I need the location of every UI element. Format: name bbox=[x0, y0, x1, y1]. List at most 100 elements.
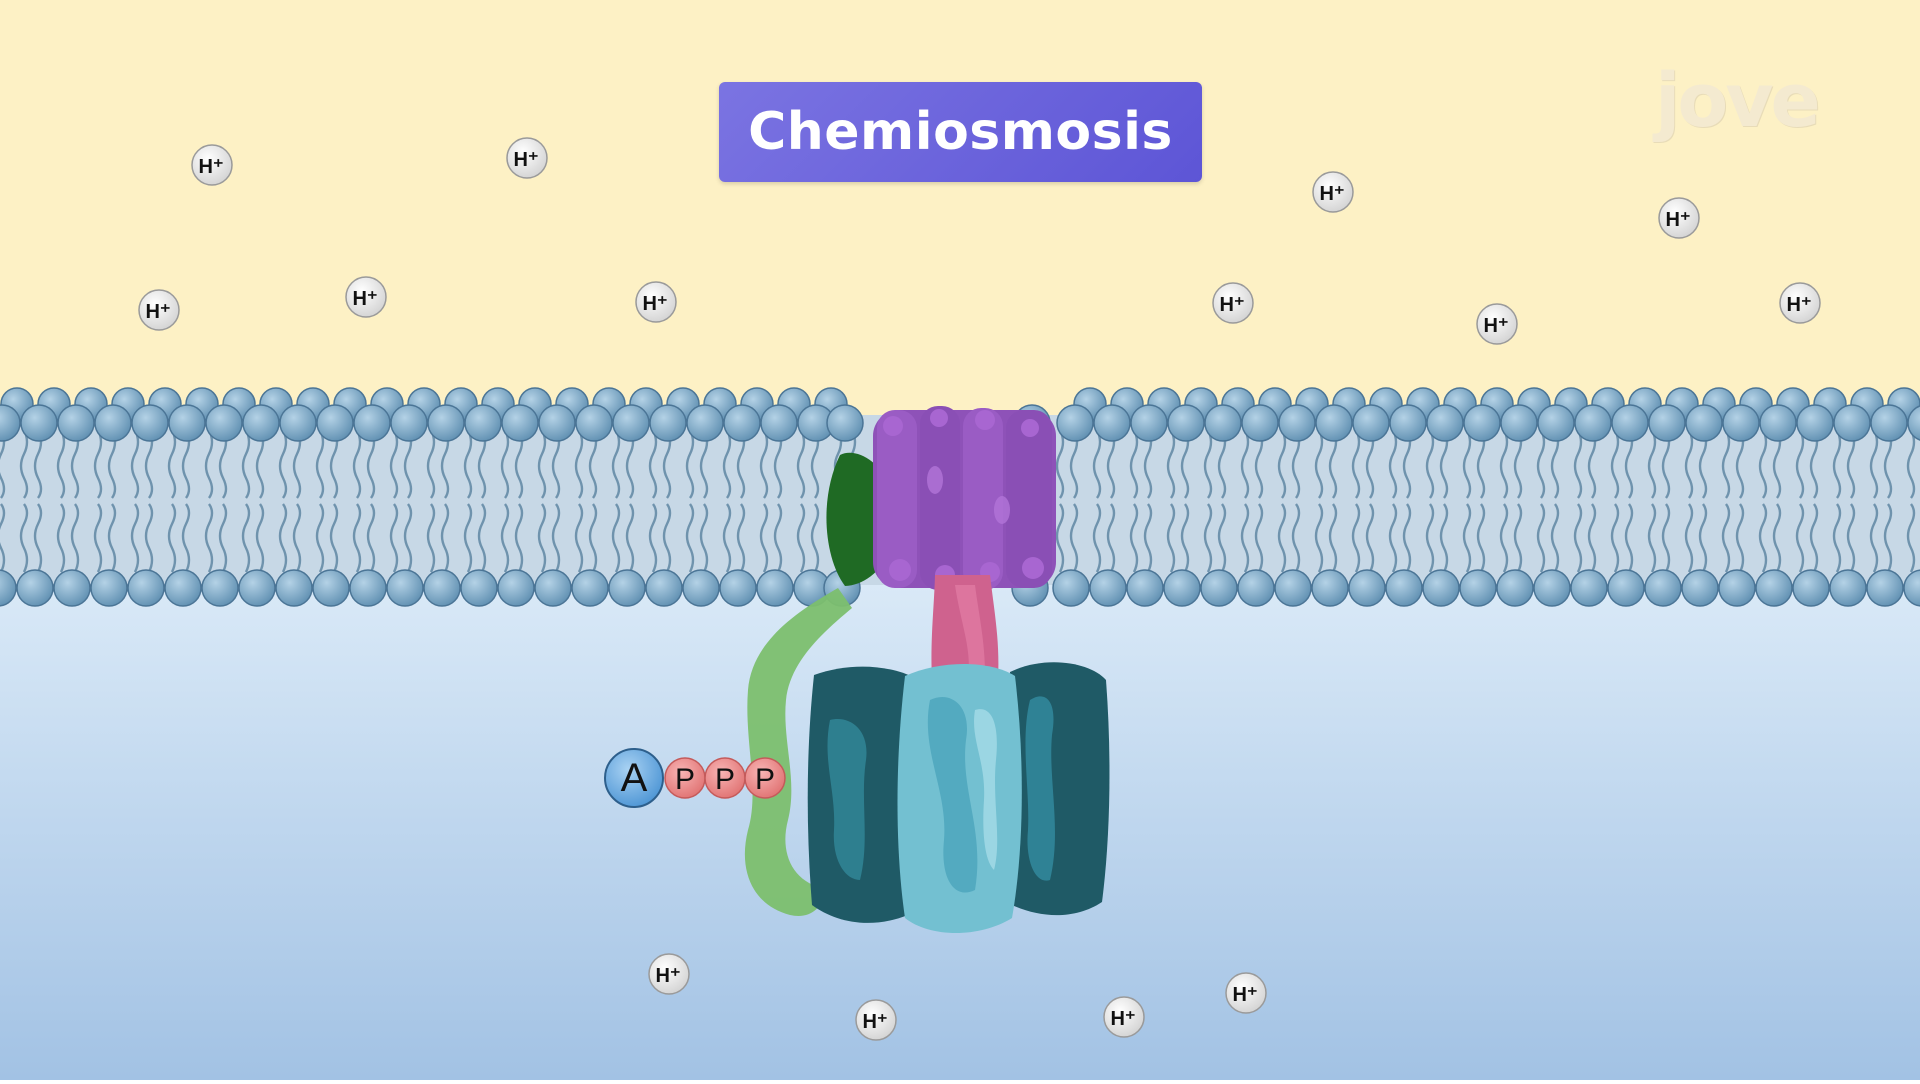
lipid-head bbox=[1681, 569, 1719, 607]
lipid-tail bbox=[204, 429, 214, 499]
atp-synthase bbox=[744, 406, 1110, 933]
lipid-tail bbox=[1129, 429, 1139, 499]
lipid-tail bbox=[1166, 429, 1176, 499]
lipid-tail bbox=[1351, 503, 1361, 573]
lipid-head bbox=[1829, 569, 1867, 607]
lipid-tail bbox=[315, 503, 325, 573]
lipid-tail bbox=[1587, 503, 1597, 573]
lipid-tail bbox=[796, 503, 806, 573]
beta-subunit-center-shade bbox=[927, 696, 978, 893]
hydrogen-ion-label: H⁺ bbox=[199, 156, 224, 178]
hydrogen-ion-label: H⁺ bbox=[514, 149, 539, 171]
lipid-tail bbox=[1277, 503, 1287, 573]
lipid-tail bbox=[93, 429, 103, 499]
lipid-head bbox=[1500, 404, 1538, 442]
lipid-head bbox=[57, 404, 95, 442]
hydrogen-ion: H⁺ bbox=[1312, 171, 1354, 213]
logo-wordmark: jove bbox=[1655, 58, 1821, 144]
lipid-tail bbox=[1462, 429, 1472, 499]
lipid-head bbox=[1792, 569, 1830, 607]
lipid-tail bbox=[574, 429, 584, 499]
hydrogen-ion-label: H⁺ bbox=[1787, 294, 1812, 316]
lipid-tail bbox=[1698, 429, 1708, 499]
lipid-tail bbox=[685, 503, 695, 573]
lipid-tail bbox=[1055, 503, 1065, 573]
lipid-head bbox=[275, 569, 313, 607]
lipid-head bbox=[1903, 569, 1920, 607]
lipid-tail bbox=[130, 503, 140, 573]
lipid-tail bbox=[1069, 503, 1079, 573]
lipid-tail bbox=[796, 429, 806, 499]
lipid-tail bbox=[588, 503, 598, 573]
lipid-tail bbox=[329, 429, 339, 499]
lipid-head bbox=[386, 569, 424, 607]
phosphate-label: P bbox=[675, 763, 695, 796]
lipid-tail bbox=[1832, 429, 1842, 499]
lipid-head bbox=[1685, 404, 1723, 442]
lipid-head bbox=[608, 569, 646, 607]
hydrogen-ions: H⁺H⁺H⁺H⁺H⁺H⁺H⁺H⁺H⁺H⁺H⁺H⁺H⁺H⁺ bbox=[138, 137, 1821, 1041]
lipid-tail bbox=[70, 503, 80, 573]
lipid-head bbox=[1204, 404, 1242, 442]
lipid-tail bbox=[426, 503, 436, 573]
lipid-tail bbox=[1869, 429, 1879, 499]
lipid-tail bbox=[1055, 429, 1065, 499]
lipid-head bbox=[649, 404, 687, 442]
lipid-tail bbox=[1462, 503, 1472, 573]
lipid-tails bbox=[0, 429, 1916, 573]
adenosine-label: A bbox=[621, 756, 648, 800]
lipid-head bbox=[1907, 405, 1920, 441]
lipid-tail bbox=[19, 503, 29, 573]
hydrogen-ion-label: H⁺ bbox=[863, 1011, 888, 1033]
lipid-tail bbox=[463, 503, 473, 573]
lipid-head bbox=[1315, 404, 1353, 442]
lipid-tail bbox=[759, 429, 769, 499]
lipid-tail bbox=[1698, 503, 1708, 573]
lipid-head bbox=[90, 569, 128, 607]
lipid-tail bbox=[588, 429, 598, 499]
lipid-tail bbox=[1906, 503, 1916, 573]
lipid-tail bbox=[500, 503, 510, 573]
lipid-tail bbox=[1092, 429, 1102, 499]
lipid-tail bbox=[33, 503, 43, 573]
lipid-tail bbox=[1869, 503, 1879, 573]
lipid-tail bbox=[1476, 429, 1486, 499]
lipid-tail bbox=[1351, 429, 1361, 499]
lipid-head bbox=[571, 569, 609, 607]
lipid-tail bbox=[1092, 503, 1102, 573]
lipid-tail bbox=[1846, 503, 1856, 573]
lipid-head bbox=[1389, 404, 1427, 442]
lipid-tail bbox=[773, 429, 783, 499]
central-stalk-highlight bbox=[955, 585, 985, 675]
lipid-head bbox=[131, 404, 169, 442]
lipid-tail bbox=[736, 503, 746, 573]
lipid-tail bbox=[292, 503, 302, 573]
lipid-head bbox=[349, 569, 387, 607]
beta-subunit-center-highlight bbox=[974, 709, 998, 870]
lipid-tail bbox=[1476, 503, 1486, 573]
lipid-tail bbox=[1536, 429, 1546, 499]
lipid-head bbox=[316, 404, 354, 442]
lipid-tail bbox=[736, 429, 746, 499]
lipid-tail bbox=[1240, 429, 1250, 499]
lipid-tail bbox=[1906, 429, 1916, 499]
lipid-head bbox=[1533, 569, 1571, 607]
lipid-tail bbox=[1106, 429, 1116, 499]
lipid-tail bbox=[662, 503, 672, 573]
lipid-tail bbox=[1624, 429, 1634, 499]
hydrogen-ion-label: H⁺ bbox=[656, 965, 681, 987]
lipid-tail bbox=[1314, 429, 1324, 499]
lipid-tail bbox=[1217, 503, 1227, 573]
lipid-head bbox=[94, 404, 132, 442]
lipid-head bbox=[464, 404, 502, 442]
lipid-tail bbox=[537, 429, 547, 499]
hydrogen-ion-label: H⁺ bbox=[1320, 183, 1345, 205]
hydrogen-ion-label: H⁺ bbox=[643, 293, 668, 315]
lipid-head bbox=[1163, 569, 1201, 607]
hydrogen-ion: H⁺ bbox=[1476, 303, 1518, 345]
lipid-tail bbox=[1610, 503, 1620, 573]
lipid-head bbox=[242, 404, 280, 442]
hydrogen-ion: H⁺ bbox=[1212, 282, 1254, 324]
